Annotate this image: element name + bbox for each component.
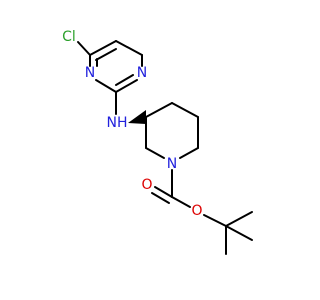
bond-carbonyl-o-a — [154, 186, 173, 198]
bond-c6p-n1p — [179, 147, 199, 159]
structure-canvas: Cl N N NH N O O — [62, 29, 253, 255]
atom-amine-nh: NH — [107, 115, 128, 131]
bond-c2-n3 — [95, 79, 117, 93]
bond-cq-me2 — [225, 211, 253, 227]
bond-n1-c2-inner — [115, 74, 134, 86]
bond-cq-me3 — [225, 225, 253, 241]
molecule-diagram: Cl N N NH N O O — [62, 29, 253, 255]
bond-carbonyl-o-b — [151, 192, 170, 204]
atom-pyrimidine-n1: N — [137, 65, 147, 81]
bond-n1-c2 — [115, 79, 138, 93]
bond-n1p-c2p — [145, 147, 165, 159]
bond-carbonyl-ester-o — [171, 196, 191, 208]
stereo-wedge-bond — [128, 110, 146, 124]
bond-c3-c4p — [145, 102, 173, 118]
bond-c4p-c5p — [171, 102, 199, 118]
bond-c4-c5-inner — [95, 48, 117, 61]
bond-ester-o-cq — [203, 214, 227, 227]
bond-c5-c6 — [115, 40, 143, 56]
atom-chlorine: Cl — [62, 29, 76, 45]
atom-carbonyl-o: O — [141, 177, 152, 193]
bond-ccl — [77, 41, 91, 56]
atom-pyrimidine-n3: N — [85, 65, 95, 81]
atom-piperidine-n: N — [167, 156, 177, 172]
atom-ester-o: O — [191, 203, 202, 219]
bond-c4-c5 — [89, 40, 117, 56]
